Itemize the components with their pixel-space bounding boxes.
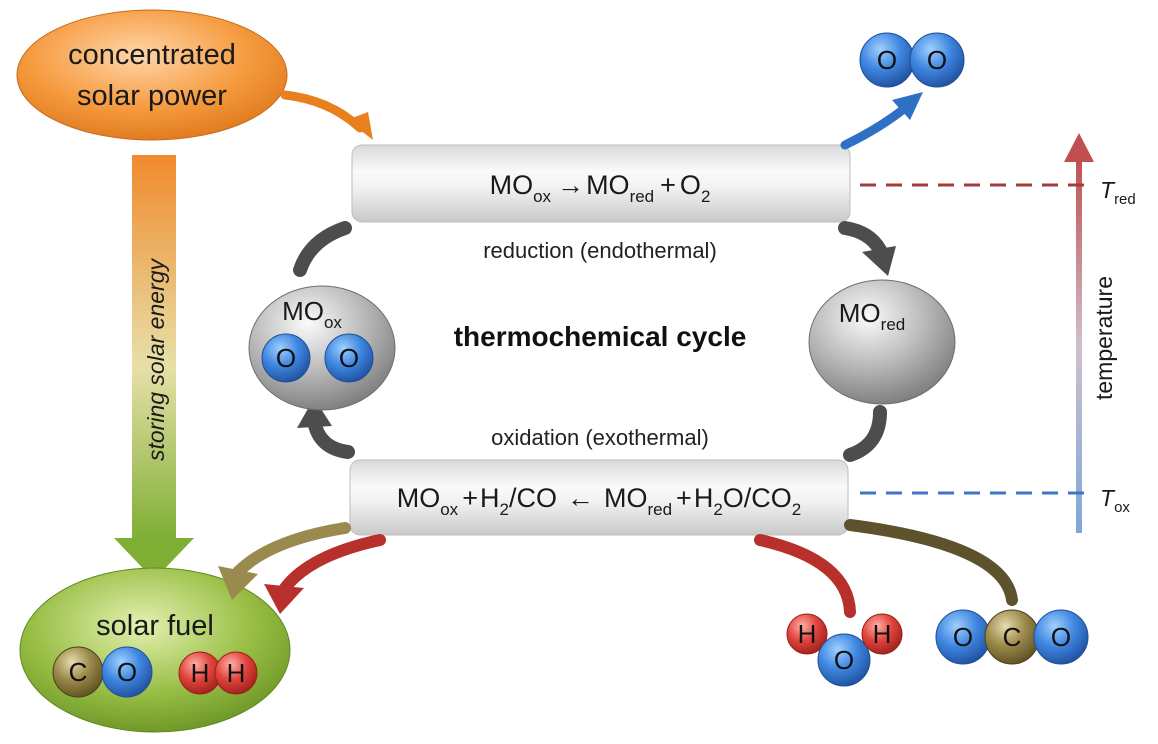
- oxygen-atom: O: [339, 343, 359, 373]
- storing-energy-label: storing solar energy: [143, 258, 169, 461]
- solar-power-line2: solar power: [77, 80, 227, 112]
- oxidation-label: oxidation (exothermal): [491, 425, 709, 450]
- cycle-arrows: [293, 221, 896, 462]
- o2-molecule: O O: [859, 32, 965, 88]
- oxygen-atom: O: [834, 645, 854, 675]
- t-ox-label: Tox: [1100, 485, 1130, 516]
- oxygen-atom: O: [877, 45, 897, 75]
- oxygen-atom: O: [1051, 622, 1071, 652]
- co-output-arrow: [232, 522, 351, 578]
- metal-oxide-reduced: MOred: [808, 279, 956, 405]
- oxidation-equation: MOox+H2/CO←MOred+H2O/CO2: [397, 483, 802, 519]
- oxygen-atom: O: [117, 657, 137, 687]
- oxygen-atom: O: [276, 343, 296, 373]
- storing-energy-arrow: storing solar energy: [114, 155, 194, 580]
- oxygen-release-arrow: [840, 103, 910, 150]
- oxygen-atom: O: [953, 622, 973, 652]
- hydrogen-atom: H: [191, 658, 210, 688]
- mo-red-label: MOred: [839, 298, 905, 334]
- metal-oxide-oxidized: MOox O O: [248, 285, 396, 411]
- carbon-atom: C: [1003, 622, 1022, 652]
- hydrogen-atom: H: [873, 619, 892, 649]
- carbon-atom: C: [69, 657, 88, 687]
- h2-molecule: H H: [178, 651, 258, 695]
- reduction-step: MOox→MOred+O2: [351, 144, 851, 223]
- co2-molecule: O C O: [935, 609, 1089, 665]
- reduction-equation: MOox→MOred+O2: [490, 170, 711, 206]
- solar-input-arrow: [280, 90, 365, 133]
- solar-power-line1: concentrated: [68, 39, 236, 71]
- h2-output-arrow: [279, 534, 386, 594]
- temperature-label: temperature: [1091, 276, 1117, 400]
- solar-fuel-label: solar fuel: [96, 610, 214, 642]
- oxygen-atom: O: [927, 45, 947, 75]
- hydrogen-atom: H: [798, 619, 817, 649]
- temperature-axis: temperature: [1064, 133, 1117, 533]
- solar-power-source: concentrated solar power: [16, 9, 288, 141]
- t-red-label: Tred: [1100, 177, 1136, 208]
- water-input-arrow: [754, 534, 856, 618]
- co-molecule: C O: [52, 646, 153, 698]
- water-molecule: H O H: [786, 613, 903, 687]
- oxidation-step: MOox+H2/CO←MOred+H2O/CO2: [349, 459, 849, 536]
- hydrogen-atom: H: [227, 658, 246, 688]
- cycle-label: thermochemical cycle: [454, 321, 747, 352]
- solar-fuel: solar fuel C O H H: [19, 567, 291, 733]
- co2-input-arrow: [844, 519, 1018, 606]
- reduction-label: reduction (endothermal): [483, 238, 717, 263]
- mo-ox-label: MOox: [282, 296, 342, 332]
